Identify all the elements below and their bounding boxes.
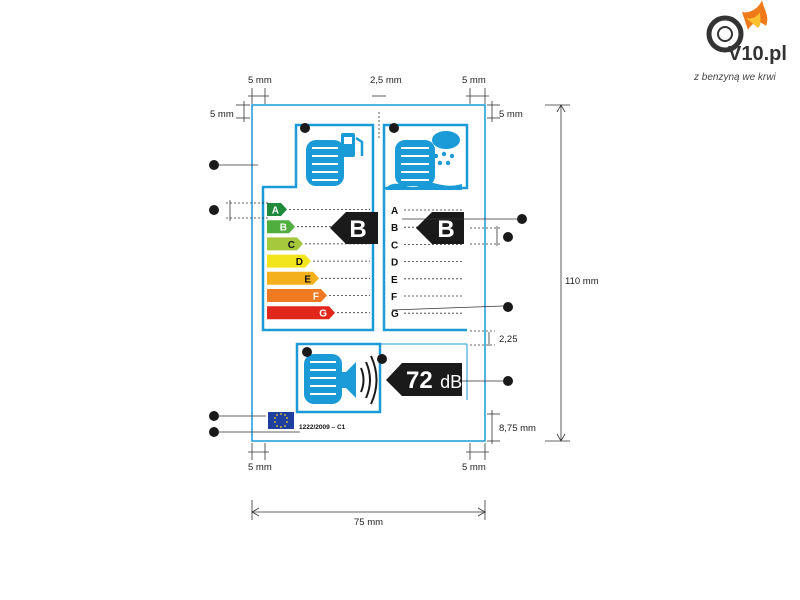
fuel-class-e: E [267,271,370,285]
fuel-class-letter: G [319,309,327,320]
callout-marker [377,354,387,364]
label-outline [251,104,486,442]
wet-grip-rating-letter: B [437,216,454,243]
dim-bottom-right: 8,75 mm [499,423,536,434]
callout-marker [209,160,219,170]
noise-value: 72 [406,367,433,394]
callout-marker [389,123,399,133]
fuel-class-bar [267,289,327,302]
logo-tagline: z benzyną we krwi [693,72,776,83]
fuel-class-d: D [267,254,370,268]
dim-left-top: 5 mm [248,75,272,86]
callout-leaders [219,164,517,433]
regulation-text: 1222/2009 – C1 [299,424,346,431]
fuel-class-g: G [267,306,370,320]
fuel-class-bar [267,237,303,251]
fuel-class-letter: F [313,292,319,303]
fuel-class-bar [267,306,335,320]
dim-right-bottom: 5 mm [462,462,486,473]
callout-marker [209,411,219,421]
fuel-class-letter: C [288,240,295,251]
dim-top-left-vertical: 5 mm [210,109,234,120]
callout-marker [209,427,219,437]
wet-grip-class-f: F [391,292,397,303]
fuel-class-bar [267,220,295,234]
dimension-lines [226,88,570,520]
logo-text: V10.pl [728,43,787,65]
wet-grip-class-c: C [391,240,398,251]
flame-tyre-icon [706,0,768,53]
dim-top-right-vertical: 5 mm [499,109,523,120]
dimension-labels: 5 mm 2,5 mm 5 mm 5 mm 5 mm 110 mm 2,25 8… [210,75,599,528]
fuel-rating-letter: B [349,216,366,243]
dim-right-top: 5 mm [462,75,486,86]
fuel-class-letter: D [296,257,303,268]
callout-markers [209,123,527,437]
dim-left-bottom: 5 mm [248,462,272,473]
dim-total-height: 110 mm [565,276,599,287]
wet-grip-class-b: B [391,223,398,234]
speaker-tyre-icon [304,354,378,405]
wet-grip-section-frame [382,123,469,332]
fuel-class-a: A [267,203,370,217]
fuel-class-letter: A [272,206,279,217]
eu-flag-icon [268,412,294,429]
fuel-class-bar [267,203,287,216]
fuel-class-f: F [267,289,370,303]
callout-marker [302,347,312,357]
fuel-class-bar [267,271,319,285]
callout-marker [503,376,513,386]
callout-marker [503,232,513,242]
brand-logo: V10.pl z benzyną we krwi [693,0,787,83]
rain-cloud-tyre-icon [386,131,462,190]
callout-marker [300,123,310,133]
fuel-rating-arrow: B [330,212,378,244]
wet-grip-class-e: E [391,275,398,286]
wet-grip-class-d: D [391,258,398,269]
callout-marker [209,205,219,215]
callout-marker [503,302,513,312]
dim-gap-top: 2,5 mm [370,75,402,86]
wet-grip-class-g: G [391,309,399,320]
wet-grip-class-a: A [391,206,398,217]
wet-grip-rating-arrow: B [416,212,464,244]
dim-section-gap: 2,25 [499,334,518,345]
dim-total-width: 75 mm [354,517,383,528]
svg-text:72 dB: 72 dB [406,367,462,394]
fuel-pump-tyre-icon [306,133,364,186]
fuel-class-letter: E [304,274,311,285]
callout-marker [517,214,527,224]
noise-value-arrow: 72 dB [386,363,462,396]
fuel-class-bar [267,254,311,268]
fuel-class-c: C [267,237,370,251]
fuel-section-frame [261,123,375,332]
noise-unit: dB [440,372,462,392]
fuel-class-letter: B [280,223,287,234]
